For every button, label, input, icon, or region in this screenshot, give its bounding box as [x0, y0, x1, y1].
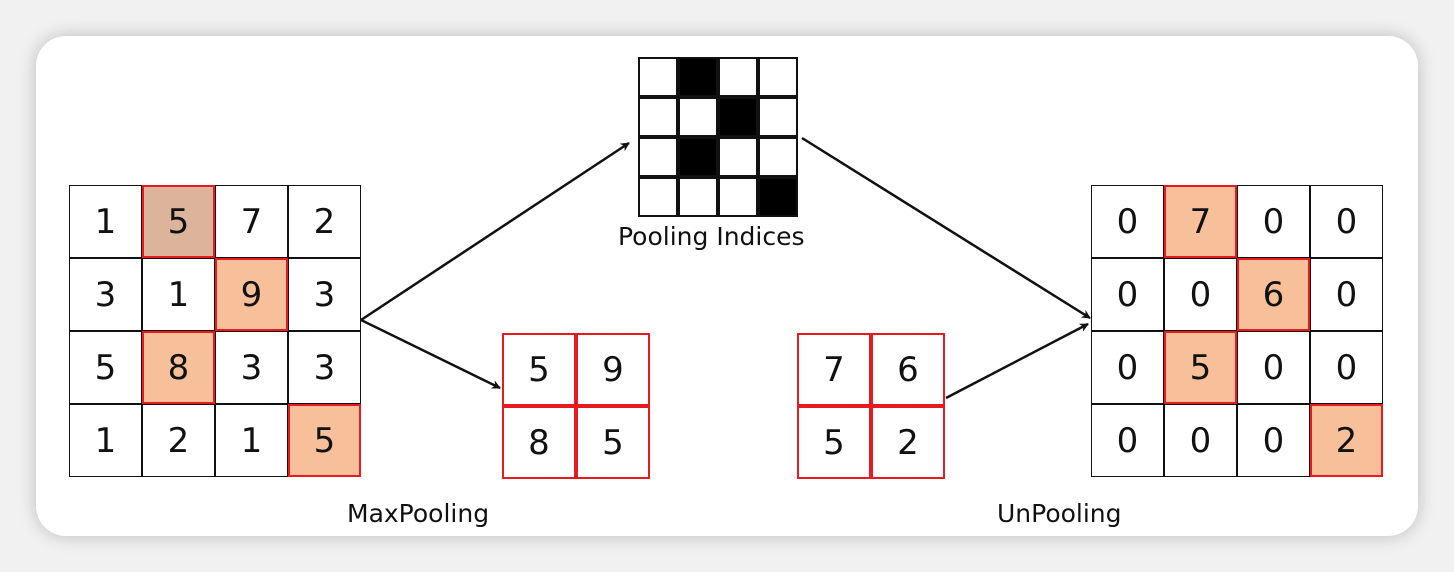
unpool-input-cell: 2	[871, 406, 945, 479]
input-cell: 5	[142, 185, 215, 258]
output-cell: 0	[1237, 185, 1310, 258]
flow-arrows	[360, 136, 1091, 400]
index-cell	[638, 177, 678, 217]
input-cell: 9	[215, 258, 288, 331]
index-cell	[718, 57, 758, 97]
index-cell	[758, 97, 798, 137]
input-cell: 5	[288, 404, 361, 477]
input-cell: 3	[69, 258, 142, 331]
input-cell: 3	[288, 331, 361, 404]
index-cell	[758, 57, 798, 97]
input-cell: 5	[69, 331, 142, 404]
index-cell	[678, 137, 718, 177]
output-cell: 0	[1091, 185, 1164, 258]
input-cell: 8	[142, 331, 215, 404]
arrow-indices-to-output	[801, 136, 1091, 320]
input-cell: 2	[142, 404, 215, 477]
pooling-indices-label: Pooling Indices	[618, 222, 805, 251]
output-cell: 7	[1164, 185, 1237, 258]
unpooling-label: UnPooling	[997, 499, 1122, 528]
output-cell: 0	[1091, 404, 1164, 477]
arrow-input-to-indices	[360, 141, 630, 322]
pooled-cell: 5	[576, 406, 650, 479]
input-cell: 3	[288, 258, 361, 331]
input-cell: 3	[215, 331, 288, 404]
output-cell: 0	[1091, 331, 1164, 404]
maxpooling-label: MaxPooling	[347, 499, 490, 528]
unpool-input-cell: 5	[797, 406, 871, 479]
index-cell	[638, 137, 678, 177]
index-cell	[678, 177, 718, 217]
pooled-cell: 9	[576, 333, 650, 406]
input-cell: 1	[69, 185, 142, 258]
index-cell	[758, 177, 798, 217]
output-cell: 0	[1164, 258, 1237, 331]
output-cell: 0	[1310, 258, 1383, 331]
input-cell: 7	[215, 185, 288, 258]
pooled-cell: 5	[502, 333, 576, 406]
output-cell: 6	[1237, 258, 1310, 331]
pooled-cell: 8	[502, 406, 576, 479]
index-cell	[678, 57, 718, 97]
index-cell	[638, 97, 678, 137]
pooling-indices-matrix	[638, 57, 798, 217]
index-cell	[718, 177, 758, 217]
unpool-input-cell: 7	[797, 333, 871, 406]
index-cell	[638, 57, 678, 97]
output-cell: 0	[1237, 331, 1310, 404]
output-cell: 0	[1164, 404, 1237, 477]
input-cell: 1	[215, 404, 288, 477]
index-cell	[758, 137, 798, 177]
output-cell: 0	[1310, 331, 1383, 404]
input-cell: 1	[142, 258, 215, 331]
input-cell: 1	[69, 404, 142, 477]
input-cell: 2	[288, 185, 361, 258]
output-cell: 2	[1310, 404, 1383, 477]
arrow-input-to-pooled	[360, 318, 501, 390]
output-cell: 0	[1091, 258, 1164, 331]
unpool-input-cell: 6	[871, 333, 945, 406]
output-cell: 0	[1237, 404, 1310, 477]
index-cell	[678, 97, 718, 137]
output-cell: 5	[1164, 331, 1237, 404]
output-cell: 0	[1310, 185, 1383, 258]
index-cell	[718, 137, 758, 177]
index-cell	[718, 97, 758, 137]
arrow-unpool-to-output	[945, 322, 1089, 400]
